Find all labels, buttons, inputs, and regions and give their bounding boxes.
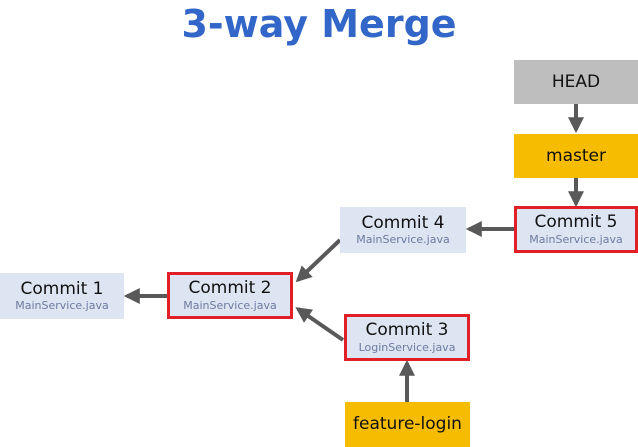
head-ref: HEAD xyxy=(514,60,638,104)
feature-login-branch: feature-login xyxy=(345,402,470,447)
commit-4-node: Commit 4 MainService.java xyxy=(340,207,466,253)
arrow-commit4-to-commit2 xyxy=(295,238,342,283)
commit-5-node: Commit 5 MainService.java xyxy=(514,206,638,253)
commit-2-file: MainService.java xyxy=(183,298,277,312)
master-branch-label: master xyxy=(546,145,606,166)
commit-3-file: LoginService.java xyxy=(358,340,456,354)
commit-5-label: Commit 5 xyxy=(534,212,618,233)
commit-5-file: MainService.java xyxy=(529,232,623,246)
commit-1-label: Commit 1 xyxy=(20,278,104,299)
commit-1-file: MainService.java xyxy=(15,299,109,313)
commit-4-file: MainService.java xyxy=(356,233,450,247)
feature-login-branch-label: feature-login xyxy=(353,414,462,435)
page-title: 3-way Merge xyxy=(181,2,457,46)
commit-3-node: Commit 3 LoginService.java xyxy=(344,314,470,361)
commit-2-node: Commit 2 MainService.java xyxy=(167,272,293,319)
commit-1-node: Commit 1 MainService.java xyxy=(0,273,124,319)
master-branch: master xyxy=(514,134,638,178)
commit-3-label: Commit 3 xyxy=(365,320,449,341)
commit-4-label: Commit 4 xyxy=(361,212,445,233)
head-ref-label: HEAD xyxy=(551,71,601,92)
arrow-commit3-to-commit2 xyxy=(295,307,345,342)
commit-2-label: Commit 2 xyxy=(188,278,272,299)
